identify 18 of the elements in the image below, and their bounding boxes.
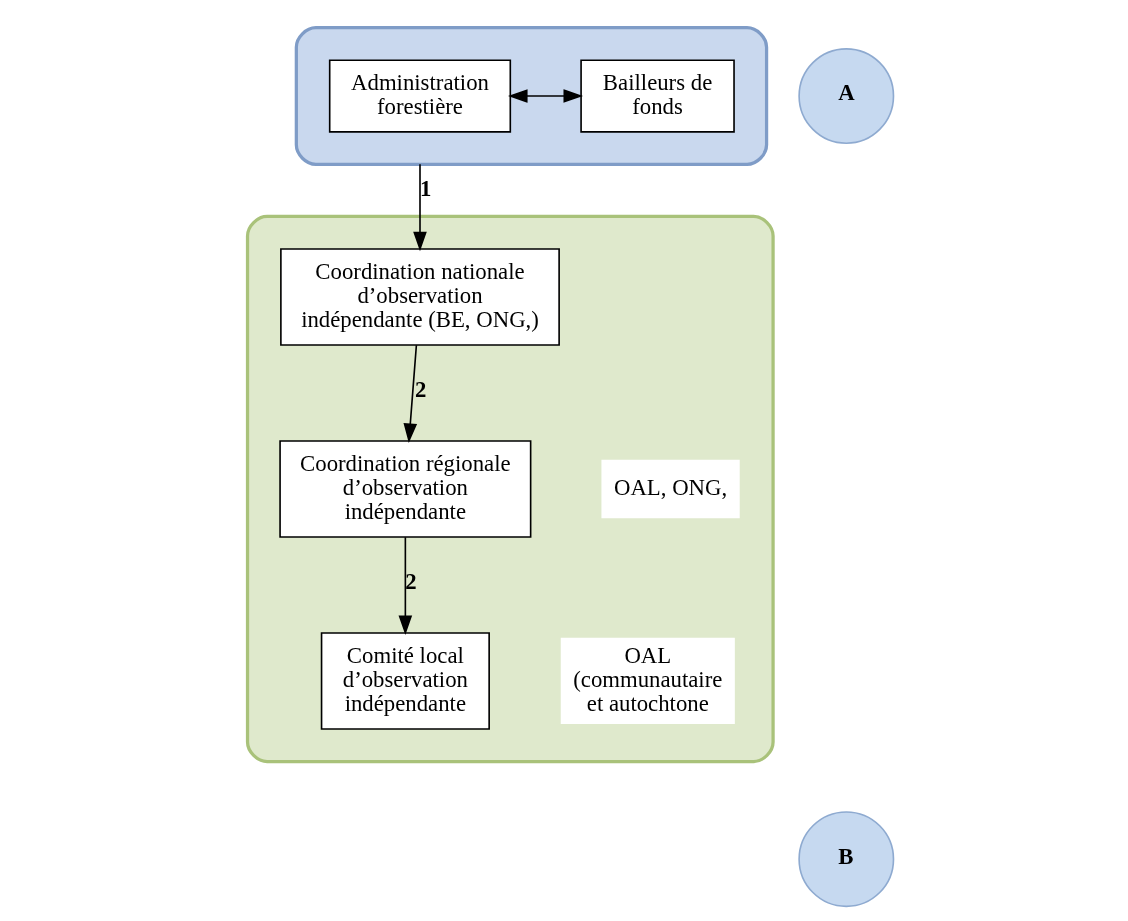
edge-label: 2 [405,569,417,595]
node-circle: A [798,48,895,145]
arrow [413,163,427,252]
node-box: Coordination nationale d’observation indépendante (BE, ONG,) [280,248,560,346]
node-box: Coordination régionale d’observation indépendante [279,440,532,538]
edge-label: 2 [415,377,427,403]
arrow [398,536,413,636]
node-box: Bailleurs de fonds [580,59,735,133]
node-label: OAL, ONG, [613,474,728,500]
cluster [294,26,769,166]
node-label: OAL (communautaire et autochtone [573,642,723,717]
arrow [508,89,584,103]
node-circle: B [798,811,895,908]
node-box: Comité local d’observation indépendante [320,632,490,730]
cluster [245,214,775,764]
node-box: Administration forestière [328,59,512,133]
edge-label: 1 [420,175,432,201]
arrow [403,344,418,444]
